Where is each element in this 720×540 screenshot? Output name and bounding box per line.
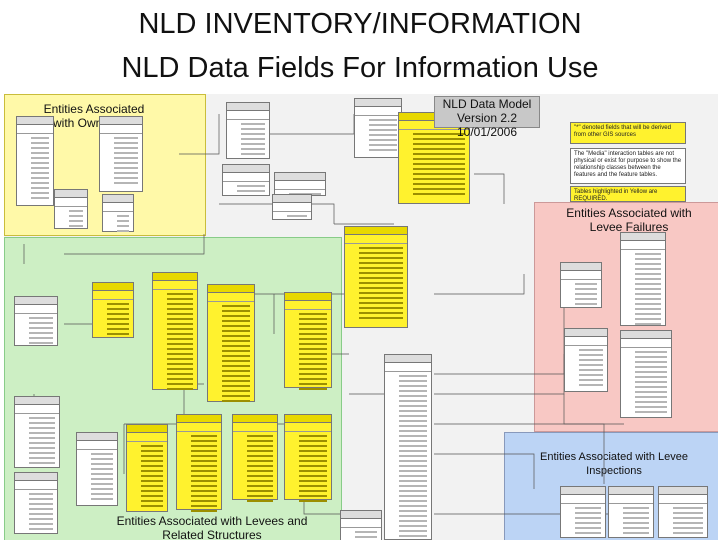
region-levee-inspections-title: Entities Associated with Levee Inspectio… [540,451,688,477]
entity-table-required[interactable] [284,414,332,502]
entity-table[interactable] [658,486,708,538]
model-version-label: NLD Data Model Version 2.2 [442,97,532,125]
legend-note-derived-fields: "*" denoted fields that will be derived … [570,122,686,144]
legend-note-media-tables: The "Media" interaction tables are not p… [570,148,686,184]
model-version-box: NLD Data Model Version 2.2 10/01/2006 [434,96,540,139]
entity-table-required[interactable] [207,284,255,402]
entity-table-required[interactable] [176,414,222,512]
entity-table[interactable] [560,486,606,538]
entity-table[interactable] [222,164,270,196]
data-model-diagram: Entities Associated with Ownership Entit… [4,94,718,540]
model-version-date: 10/01/2006 [456,125,518,139]
entity-table[interactable] [560,262,602,308]
slide-title-line-1: NLD INVENTORY/INFORMATION [138,8,582,40]
entity-table[interactable] [14,472,58,534]
entity-table-required[interactable] [344,226,408,328]
entity-table[interactable] [274,172,326,196]
entity-table[interactable] [76,432,118,506]
slide-title-line-2: NLD Data Fields For Information Use [121,52,599,84]
entity-table[interactable] [102,194,134,232]
entity-table[interactable] [14,396,60,468]
legend-note-required-tables: Tables highlighted in Yellow are REQUIRE… [570,186,686,202]
entity-table[interactable] [99,116,143,192]
entity-table[interactable] [14,296,58,346]
entity-table[interactable] [384,354,432,540]
region-levees-structures-title: Entities Associated with Levees and Rela… [116,514,308,540]
entity-table[interactable] [608,486,654,538]
entity-table-required[interactable] [232,414,278,502]
region-levee-failures-title: Entities Associated with Levee Failures [566,206,692,234]
entity-table[interactable] [354,98,402,158]
entity-table[interactable] [564,328,608,392]
entity-table[interactable] [226,102,270,159]
entity-table-required[interactable] [92,282,134,338]
entity-table-required[interactable] [126,424,168,512]
entity-table[interactable] [620,330,672,418]
entity-table[interactable] [54,189,88,229]
entity-table-required[interactable] [152,272,198,390]
entity-table-required[interactable] [284,292,332,390]
entity-table[interactable] [620,232,666,326]
entity-table[interactable] [340,510,382,540]
entity-table[interactable] [272,194,312,220]
entity-table[interactable] [16,116,54,206]
